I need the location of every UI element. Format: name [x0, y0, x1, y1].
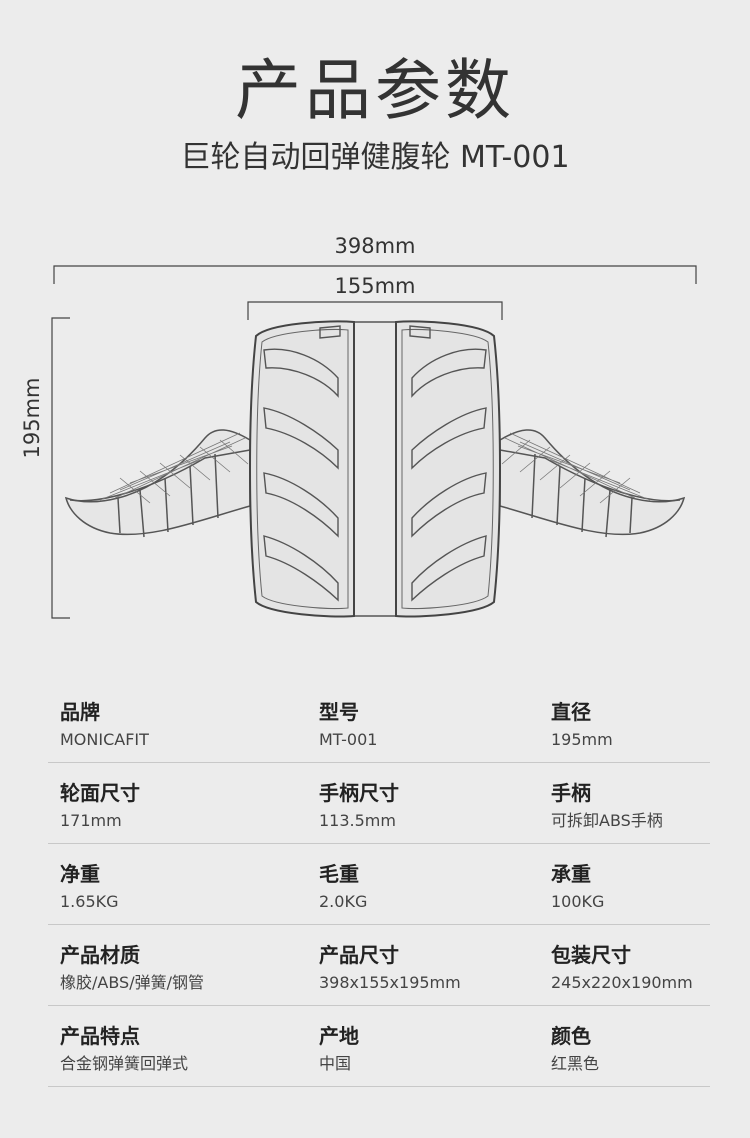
dimension-lines: [51, 265, 697, 619]
spec-cell: 手柄可拆卸ABS手柄: [551, 783, 663, 829]
spec-row: 品牌 MONICAFIT 型号 MT-001 直径 195mm: [48, 682, 710, 763]
spec-value: MONICAFIT: [60, 730, 149, 749]
spec-value: 合金钢弹簧回弹式: [60, 1054, 189, 1073]
spec-cell: 包装尺寸 245x220x190mm: [551, 945, 693, 991]
spec-value: MT-001: [319, 730, 378, 749]
spec-table: 品牌 MONICAFIT 型号 MT-001 直径 195mm 轮面尺寸 171mm 手…: [48, 682, 710, 1087]
spec-cell: 品牌 MONICAFIT: [60, 702, 149, 748]
dimension-total-width: 398mm: [334, 234, 416, 258]
dimension-wheel-width: 155mm: [334, 274, 416, 298]
spec-label: 品牌: [60, 700, 100, 724]
ab-wheel-drawing: [51, 265, 697, 619]
spec-cell: 轮面尺寸 171mm: [60, 783, 140, 829]
spec-label: 净重: [60, 862, 100, 886]
spec-value: 橡胶/ABS/弹簧/钢管: [60, 973, 204, 992]
left-handle-grip: [99, 432, 249, 504]
spec-cell: 产品尺寸 398x155x195mm: [319, 945, 461, 991]
spec-value: 245x220x190mm: [551, 973, 693, 992]
dimension-diameter: 195mm: [20, 377, 44, 459]
spec-value: 171mm: [60, 811, 122, 830]
spec-row: 轮面尺寸 171mm 手柄尺寸 113.5mm 手柄可拆卸ABS手柄: [48, 763, 710, 844]
spec-value: 195mm: [551, 730, 613, 749]
spec-cell: 产地中国: [319, 1026, 359, 1072]
spec-cell: 产品材质橡胶/ABS/弹簧/钢管: [60, 945, 204, 991]
spec-cell: 毛重 2.0KG: [319, 864, 367, 910]
spec-label: 包装尺寸: [551, 943, 631, 967]
spec-value: 398x155x195mm: [319, 973, 461, 992]
spec-cell: 产品特点合金钢弹簧回弹式: [60, 1026, 188, 1072]
spec-value: 1.65KG: [60, 892, 119, 911]
spec-label: 产品尺寸: [319, 943, 399, 967]
spec-label: 直径: [551, 700, 591, 724]
spec-value: 红黑色: [551, 1054, 600, 1073]
page-title: 产品参数: [235, 52, 515, 129]
spec-label: 手柄: [551, 781, 591, 805]
right-wheel: [395, 320, 501, 618]
product-diagram: 398mm 155mm 195mm: [0, 228, 750, 628]
spec-value: 113.5mm: [319, 811, 396, 830]
product-subtitle: 巨轮自动回弹健腹轮 MT-001: [180, 140, 570, 175]
center-axle: [353, 321, 397, 617]
spec-row: 产品材质橡胶/ABS/弹簧/钢管 产品尺寸 398x155x195mm 包装尺寸 2…: [48, 925, 710, 1006]
spec-label: 毛重: [319, 862, 359, 886]
spec-label: 承重: [551, 862, 591, 886]
spec-row: 产品特点合金钢弹簧回弹式 产地中国 颜色红黑色: [48, 1006, 710, 1087]
spec-value: 2.0KG: [319, 892, 368, 911]
left-handle: [64, 429, 251, 538]
spec-cell: 承重 100KG: [551, 864, 604, 910]
spec-label: 轮面尺寸: [60, 781, 140, 805]
spec-label: 产品材质: [60, 943, 140, 967]
right-handle: [499, 429, 686, 538]
right-handle-grip: [501, 432, 651, 504]
spec-cell: 型号 MT-001: [319, 702, 377, 748]
spec-label: 产品特点: [60, 1024, 140, 1048]
spec-cell: 净重 1.65KG: [60, 864, 119, 910]
spec-label: 产地: [319, 1024, 359, 1048]
spec-cell: 手柄尺寸 113.5mm: [319, 783, 399, 829]
spec-label: 手柄尺寸: [319, 781, 399, 805]
spec-value: 中国: [319, 1054, 352, 1073]
spec-row: 净重 1.65KG 毛重 2.0KG 承重 100KG: [48, 844, 710, 925]
spec-cell: 直径 195mm: [551, 702, 613, 748]
left-wheel: [249, 320, 355, 618]
spec-label: 型号: [319, 700, 359, 724]
spec-value: 100KG: [551, 892, 605, 911]
spec-value: 可拆卸ABS手柄: [551, 811, 663, 830]
spec-label: 颜色: [551, 1024, 591, 1048]
spec-cell: 颜色红黑色: [551, 1026, 599, 1072]
